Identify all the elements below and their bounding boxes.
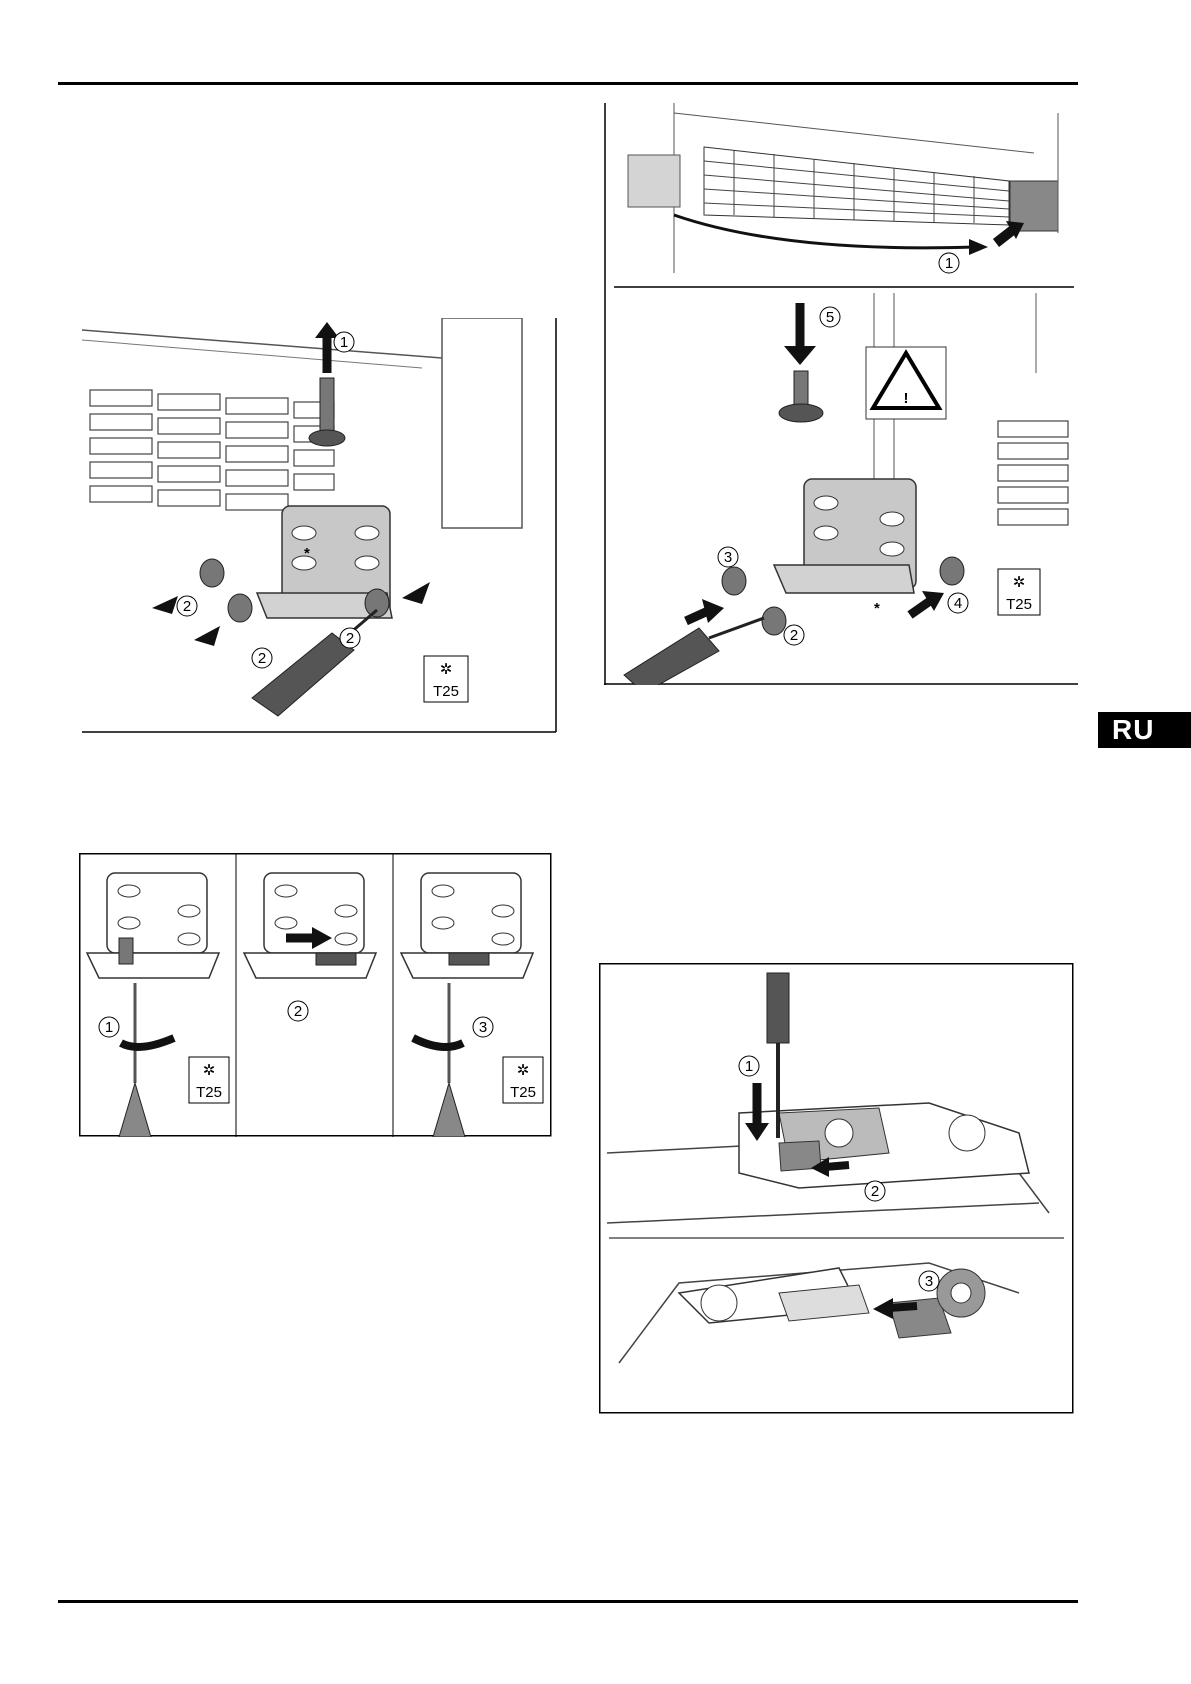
step-label: 2 xyxy=(294,1003,302,1020)
step-label: 2 xyxy=(790,627,798,644)
svg-text:*: * xyxy=(874,600,880,617)
tool-label: T25 xyxy=(1006,596,1032,613)
warning-icon xyxy=(869,349,943,410)
figure-bracket-sequence: 1 ✲ T25 2 3 ✲ T25 xyxy=(79,853,552,1137)
step-label: 3 xyxy=(724,549,732,566)
language-tab[interactable]: RU xyxy=(1098,712,1191,748)
svg-text:*: * xyxy=(304,545,310,562)
torx-icon: ✲ xyxy=(1013,574,1026,591)
step-label: 2 xyxy=(258,650,266,667)
top-rule xyxy=(58,82,1078,85)
tool-label: T25 xyxy=(433,683,459,700)
step-label: 2 xyxy=(871,1183,879,1200)
torx-icon: ✲ xyxy=(203,1062,216,1079)
torx-icon: ✲ xyxy=(517,1062,530,1079)
torx-icon: ✲ xyxy=(440,661,453,678)
step-label: 3 xyxy=(925,1273,933,1290)
step-label: 1 xyxy=(745,1058,753,1075)
step-label: 5 xyxy=(826,309,834,326)
step-label: 2 xyxy=(346,630,354,647)
tool-label: T25 xyxy=(510,1084,536,1101)
bottom-rule xyxy=(58,1600,1078,1603)
figure-install-hinge: 1 ! 5 * 3 2 4 ✲ T25 xyxy=(604,103,1078,685)
step-label: 1 xyxy=(340,334,348,351)
figure-remove-hinge: * 1 2 2 2 ✲ T25 xyxy=(82,318,558,734)
figure-cover-clip: 1 2 3 xyxy=(599,963,1074,1414)
step-label: 1 xyxy=(945,255,953,272)
tool-label: T25 xyxy=(196,1084,222,1101)
step-label: 4 xyxy=(954,595,962,612)
step-label: 2 xyxy=(183,598,191,615)
step-label: 1 xyxy=(105,1019,113,1036)
step-label: 3 xyxy=(479,1019,487,1036)
svg-text:!: ! xyxy=(904,390,909,407)
